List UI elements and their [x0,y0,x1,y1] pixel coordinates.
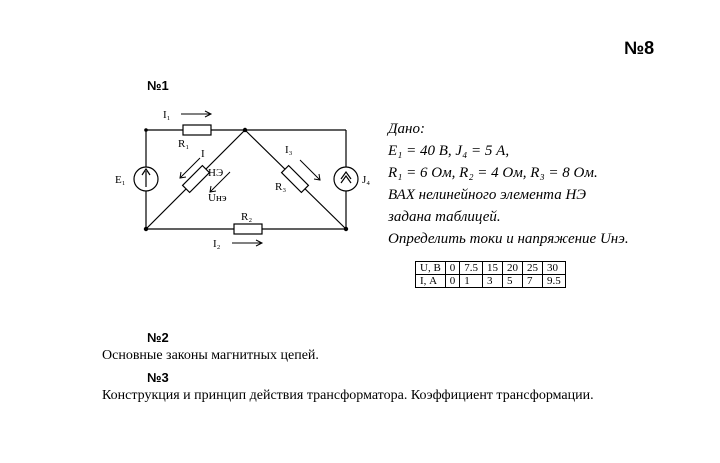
variant-number: №8 [624,38,655,58]
label-r2: R₂ [241,211,252,223]
task2-number: №2 [147,330,169,345]
given-task-statement: Определить токи и напряжение Uнэ. [388,231,629,247]
given-resistances: R₁ = 6 Ом, R₂ = 4 Ом, R₃ = 8 Ом. [388,165,598,181]
i-cell: 1 [459,274,484,288]
node-bottom-right [343,226,349,232]
label-i: I [201,148,205,160]
row-header-u: U, В [415,261,446,275]
node-top-left [144,128,148,132]
label-r1: R₁ [178,138,189,150]
task2-text: Основные законы магнитных цепей. [102,348,319,363]
label-i2: I₂ [213,238,221,250]
arrow-u-ne [209,171,231,193]
task1-number: №1 [147,78,169,93]
i-cell: 7 [522,274,544,288]
label-r3: R₃ [275,181,286,193]
i-cell: 0 [444,274,461,288]
label-j4: J₄ [362,174,370,186]
label-ne: НЭ [208,167,223,179]
node-bottom-left [143,226,149,232]
label-i3: I₃ [285,144,293,156]
u-cell: 0 [444,261,461,275]
i-cell: 9.5 [542,274,566,288]
label-u-ne: Uнэ [208,192,227,204]
table-row-u: U, В 0 7.5 15 20 25 30 [415,261,566,275]
arrow-i3 [299,159,321,181]
given-sources: E₁ = 40 В, J₄ = 5 А, [388,143,510,159]
u-cell: 25 [522,261,544,275]
nonlinear-element [181,164,211,194]
given-vax-note: ВАХ нелинейного элемента НЭ [388,187,587,203]
u-cell: 15 [482,261,504,275]
given-table-note: задана таблицей. [388,209,501,225]
u-cell: 30 [542,261,566,275]
table-row-i: I, А 0 1 3 5 7 9.5 [415,274,566,288]
given-title: Дано: [388,121,425,137]
u-cell: 7.5 [459,261,484,275]
u-cell: 20 [502,261,524,275]
resistor-r1 [182,124,212,136]
task3-number: №3 [147,370,169,385]
i-cell: 3 [482,274,504,288]
label-i1: I₁ [163,109,171,121]
i-cell: 5 [502,274,524,288]
row-header-i: I, А [415,274,446,288]
resistor-r2 [233,223,263,235]
arrow-i [179,157,201,179]
current-source-j4 [333,166,359,192]
vax-table: U, В 0 7.5 15 20 25 30 I, А 0 1 3 5 7 9.… [415,261,566,288]
resistor-r3 [280,164,310,194]
node-top-middle [242,127,248,133]
task3-text: Конструкция и принцип действия трансформ… [102,388,594,403]
label-e1: E₁ [115,174,126,186]
